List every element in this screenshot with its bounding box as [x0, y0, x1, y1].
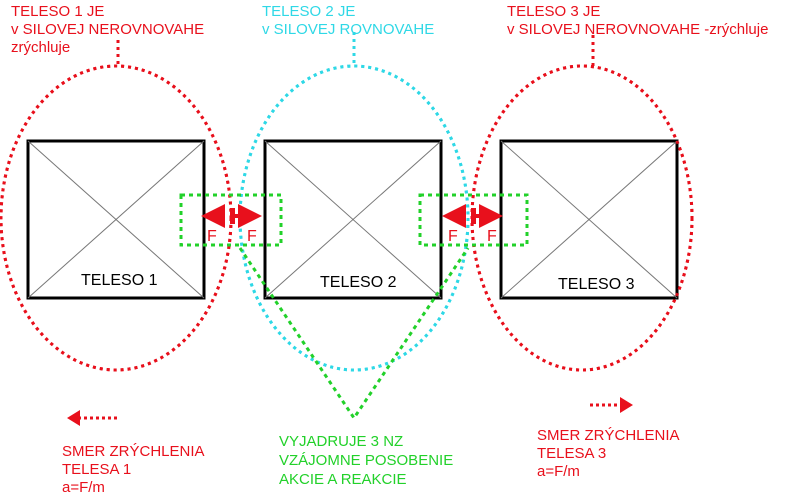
force-label-left-a: F	[207, 228, 217, 245]
force-label-right-b: F	[487, 228, 497, 245]
svg-text:a=F/m: a=F/m	[537, 463, 580, 480]
force-label-left-b: F	[247, 228, 257, 245]
body3-note: TELESO 3 JE v SILOVEJ NEROVNOVAHE -zrých…	[507, 3, 768, 38]
body2-box	[263, 139, 443, 300]
body3-box	[499, 139, 679, 300]
svg-text:TELESA 3: TELESA 3	[537, 445, 606, 462]
acceleration-arrow-body1	[67, 410, 117, 426]
svg-text:v SILOVEJ ROVNOVAHE: v SILOVEJ ROVNOVAHE	[262, 21, 434, 38]
contact-zone-right	[418, 193, 529, 247]
svg-text:zrýchluje: zrýchluje	[11, 39, 70, 56]
svg-text:TELESO 2 JE: TELESO 2 JE	[262, 3, 355, 20]
svg-text:TELESO 1 JE: TELESO 1 JE	[11, 3, 104, 20]
svg-text:TELESO 3 JE: TELESO 3 JE	[507, 3, 600, 20]
body2-note: TELESO 2 JE v SILOVEJ ROVNOVAHE	[262, 3, 434, 38]
acceleration-arrow-body3	[590, 397, 633, 413]
body1-box	[26, 139, 206, 300]
svg-text:VYJADRUJE 3 NZ: VYJADRUJE 3 NZ	[279, 433, 403, 450]
svg-text:TELESA 1: TELESA 1	[62, 461, 131, 478]
acceleration-note-body1: SMER ZRÝCHLENIA TELESA 1 a=F/m	[62, 443, 205, 493]
body3-label: TELESO 3	[558, 276, 635, 293]
svg-text:SMER ZRÝCHLENIA: SMER ZRÝCHLENIA	[62, 443, 205, 460]
svg-text:SMER ZRÝCHLENIA: SMER ZRÝCHLENIA	[537, 427, 680, 444]
law-note: VYJADRUJE 3 NZ VZÁJOMNE POSOBENIE AKCIE …	[279, 433, 453, 488]
contact-zone-left	[179, 193, 283, 247]
svg-text:a=F/m: a=F/m	[62, 479, 105, 493]
force-arrows-right	[442, 204, 503, 228]
body2-label: TELESO 2	[320, 274, 397, 291]
svg-text:v SILOVEJ NEROVNOVAHE: v SILOVEJ NEROVNOVAHE	[11, 21, 204, 38]
svg-text:v SILOVEJ NEROVNOVAHE -zrýchlu: v SILOVEJ NEROVNOVAHE -zrýchluje	[507, 21, 768, 38]
acceleration-note-body3: SMER ZRÝCHLENIA TELESA 3 a=F/m	[537, 427, 680, 480]
force-label-right-a: F	[448, 228, 458, 245]
body1-label: TELESO 1	[81, 272, 158, 289]
svg-text:AKCIE A REAKCIE: AKCIE A REAKCIE	[279, 471, 407, 488]
force-arrows-left	[201, 204, 262, 228]
svg-text:VZÁJOMNE POSOBENIE: VZÁJOMNE POSOBENIE	[279, 452, 453, 469]
body1-note: TELESO 1 JE v SILOVEJ NEROVNOVAHE zrýchl…	[11, 3, 204, 56]
